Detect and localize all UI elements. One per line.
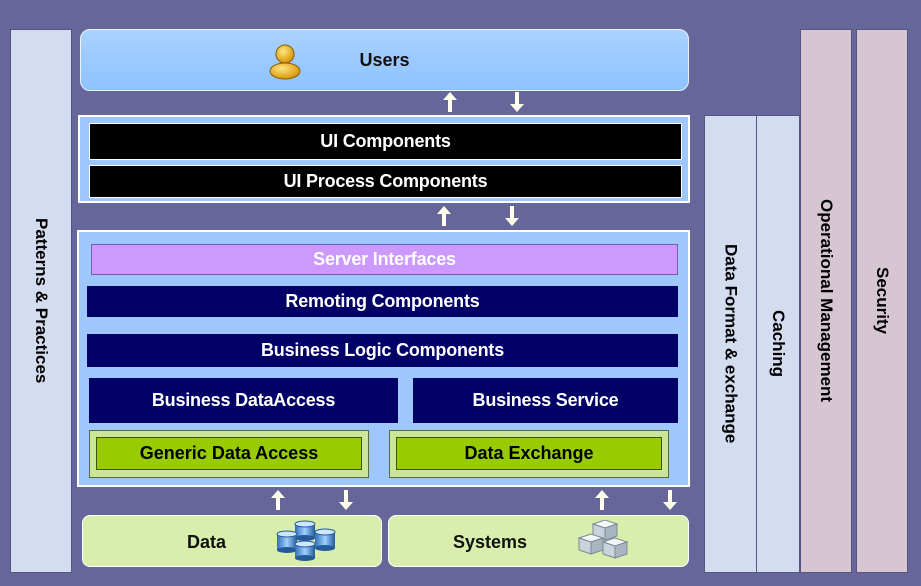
ui-components-bar: UI Components — [89, 123, 682, 160]
arrow-up-icon — [271, 490, 285, 510]
business-layer-panel: Server Interfaces Remoting Components Bu… — [77, 230, 690, 487]
data-exchange-bar: Data Exchange — [396, 437, 662, 470]
security-bar: Security — [856, 29, 908, 573]
arrow-up-icon — [437, 206, 451, 226]
patterns-practices-bar: Patterns & Practices — [10, 29, 72, 573]
data-box: Data — [82, 515, 382, 567]
ui-process-components-bar: UI Process Components — [89, 165, 682, 198]
systems-box: Systems — [388, 515, 689, 567]
data-format-exchange-label: Data Format & exchange — [721, 244, 741, 444]
data-exchange-box: Data Exchange — [389, 430, 669, 478]
business-service-bar: Business Service — [413, 378, 678, 423]
systems-label: Systems — [453, 532, 528, 552]
caching-label: Caching — [769, 310, 788, 378]
arrow-down-icon — [510, 92, 524, 112]
data-label: Data — [187, 532, 227, 552]
security-label: Security — [873, 267, 892, 335]
arrow-up-icon — [443, 92, 457, 112]
operational-management-label: Operational Management — [817, 199, 836, 403]
business-data-access-bar: Business DataAccess — [89, 378, 398, 423]
operational-management-bar: Operational Management — [800, 29, 852, 573]
users-box: Users — [80, 29, 689, 91]
generic-data-access-bar: Generic Data Access — [96, 437, 362, 470]
user-icon — [269, 44, 301, 80]
generic-data-access-box: Generic Data Access — [89, 430, 369, 478]
arrow-up-icon — [595, 490, 609, 510]
arrow-down-icon — [505, 206, 519, 226]
arrow-down-icon — [663, 490, 677, 510]
ui-layer-panel: UI Components UI Process Components — [78, 115, 690, 203]
server-cubes-icon — [577, 520, 629, 559]
database-icon — [276, 520, 336, 561]
patterns-practices-label: Patterns & Practices — [32, 218, 51, 384]
data-format-exchange-bar: Data Format & exchange — [704, 115, 757, 573]
caching-bar: Caching — [756, 115, 800, 573]
server-interfaces-bar: Server Interfaces — [91, 244, 678, 275]
arrow-down-icon — [339, 490, 353, 510]
business-logic-components-bar: Business Logic Components — [87, 334, 678, 367]
remoting-components-bar: Remoting Components — [87, 286, 678, 317]
users-label: Users — [359, 49, 410, 70]
